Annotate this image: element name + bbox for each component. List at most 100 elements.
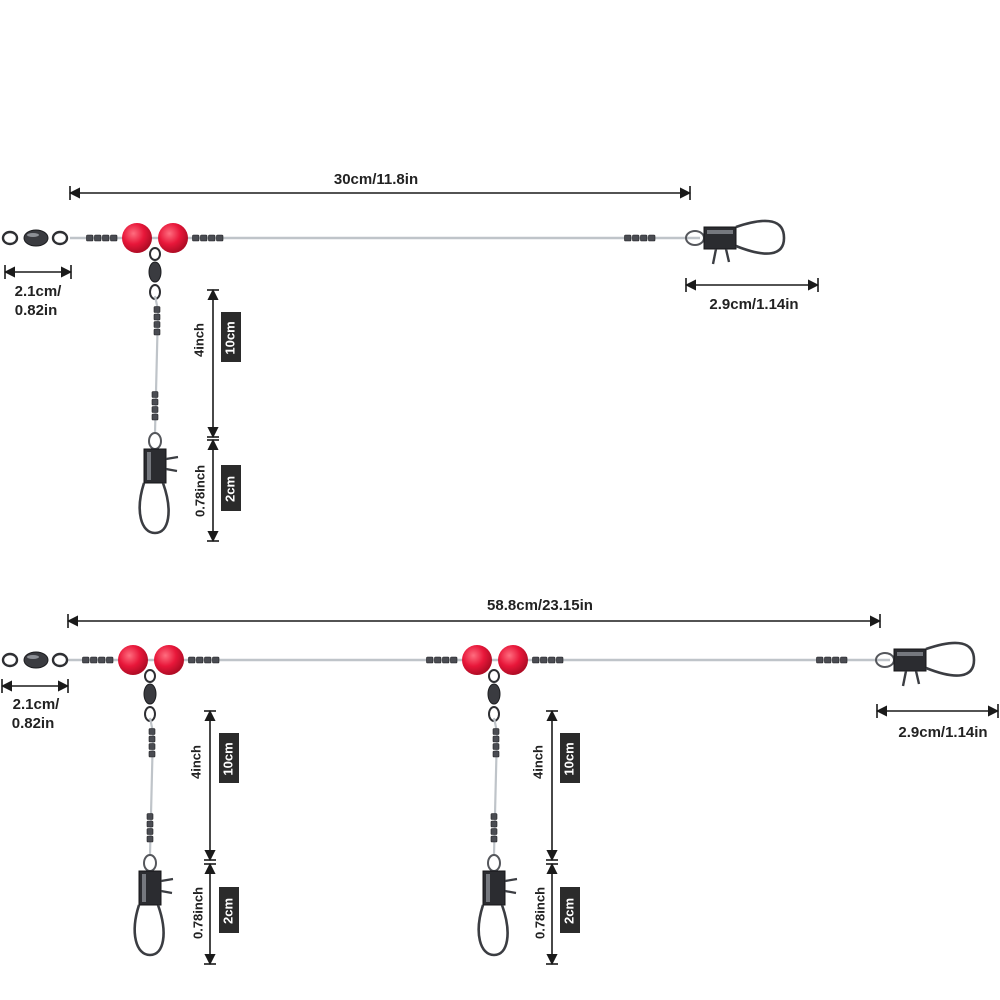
dropper-length-dimension bbox=[207, 288, 219, 439]
snap-length-dimension bbox=[875, 704, 1000, 718]
badge-box bbox=[219, 733, 239, 783]
bead-body bbox=[118, 645, 148, 675]
dropper-1-length-inch-label: 4inch bbox=[188, 745, 203, 779]
crimp-segment bbox=[153, 306, 161, 313]
badge-box bbox=[560, 733, 580, 783]
crimp-segment bbox=[98, 656, 106, 664]
crimp-segment bbox=[532, 656, 540, 664]
swivel-barrel bbox=[148, 261, 162, 283]
overall-length-dimension bbox=[68, 186, 692, 200]
dropper-1-snap-inch-label: 0.78inch bbox=[190, 887, 205, 939]
snap-length-label: 2.9cm/1.14in bbox=[898, 724, 987, 741]
swivel-ring bbox=[51, 652, 69, 668]
dropper-1-snap-dimension bbox=[204, 862, 216, 966]
swivel-barrel bbox=[23, 651, 49, 669]
snap-loop bbox=[735, 219, 786, 255]
swivel-length-dimension bbox=[3, 265, 73, 279]
swivel-barrel bbox=[143, 683, 157, 705]
snap-pin bbox=[724, 248, 731, 263]
crimp-segment bbox=[192, 234, 200, 242]
crimp-segment bbox=[151, 398, 159, 406]
crimp-segment bbox=[196, 656, 204, 664]
crimp-sleeve bbox=[188, 656, 220, 664]
crimp-segment bbox=[840, 656, 848, 664]
dropper-1-length-dimension bbox=[204, 709, 216, 862]
swivel-highlight bbox=[27, 655, 39, 659]
snap-pin bbox=[160, 889, 173, 895]
crimp-segment bbox=[148, 728, 156, 735]
crimp-segment bbox=[90, 656, 98, 664]
dropper-snap-inch-label: 0.78inch bbox=[192, 465, 207, 517]
dropper-2-snap-inch-label: 0.78inch bbox=[532, 887, 547, 939]
dropper-leg bbox=[477, 669, 518, 957]
dropper-2-length-inch-label: 4inch bbox=[530, 745, 545, 779]
overall-length-label: 30cm/11.8in bbox=[334, 171, 418, 188]
swivel-ring bbox=[51, 230, 69, 246]
snap-eye bbox=[487, 854, 501, 872]
red-bead bbox=[498, 645, 528, 675]
dropper-2-length-cm-badge: 10cm bbox=[560, 733, 580, 783]
rig-bottom: 58.8cm/23.15in2.1cm/0.82in2.9cm/1.14in4i… bbox=[0, 597, 1000, 966]
crimp-segment bbox=[832, 656, 840, 664]
crimp-sleeve bbox=[816, 656, 848, 664]
crimp-segment bbox=[146, 828, 154, 835]
dropper-2-snap-dimension bbox=[546, 862, 558, 966]
crimp-sleeve bbox=[86, 234, 118, 242]
snap-highlight bbox=[147, 452, 151, 480]
dropper-length-inch-label: 4inch bbox=[191, 323, 206, 357]
snap-loop bbox=[925, 641, 976, 677]
crimp-segment bbox=[151, 413, 159, 421]
crimp-segment bbox=[153, 313, 161, 321]
crimp-segment bbox=[148, 735, 156, 743]
crimp-segment bbox=[200, 234, 208, 242]
bead-body bbox=[154, 645, 184, 675]
crimp-sleeve bbox=[82, 656, 114, 664]
crimp-sleeve bbox=[148, 728, 156, 758]
snap-eye bbox=[143, 854, 157, 872]
swivel-barrel bbox=[23, 229, 49, 247]
snap-length-label: 2.9cm/1.14in bbox=[709, 296, 798, 313]
dropper-1-snap-cm-badge: 2cm bbox=[219, 887, 239, 933]
dropper-swivel-icon bbox=[487, 669, 501, 722]
dropper-snap-dimension bbox=[207, 438, 219, 543]
crimp-segment bbox=[106, 656, 114, 664]
swivel-length-label: 0.82in bbox=[15, 302, 58, 319]
bead-body bbox=[122, 223, 152, 253]
snap-loop bbox=[133, 904, 165, 957]
badge-text: 2cm bbox=[561, 898, 576, 924]
crimp-sleeve bbox=[192, 234, 224, 242]
snap-length-dimension bbox=[684, 278, 820, 292]
snap-pin bbox=[901, 670, 908, 687]
bead-body bbox=[462, 645, 492, 675]
crimp-segment bbox=[102, 234, 110, 242]
snap-highlight bbox=[897, 652, 923, 656]
red-bead bbox=[462, 645, 492, 675]
red-bead bbox=[158, 223, 188, 253]
crimp-segment bbox=[151, 391, 159, 398]
dropper-snap-icon bbox=[138, 432, 179, 535]
dropper-swivel-icon bbox=[143, 669, 157, 722]
crimp-segment bbox=[82, 656, 90, 664]
crimp-segment bbox=[624, 234, 632, 242]
crimp-sleeve bbox=[490, 813, 498, 843]
badge-text: 10cm bbox=[222, 321, 237, 354]
crimp-segment bbox=[492, 728, 500, 735]
crimp-segment bbox=[148, 750, 156, 758]
snap-swivel-icon bbox=[685, 219, 786, 265]
dropper-snap-cm-badge: 2cm bbox=[221, 465, 241, 511]
snap-swivel-icon bbox=[875, 641, 976, 687]
crimp-segment bbox=[146, 835, 154, 843]
snap-loop bbox=[477, 904, 509, 957]
crimp-segment bbox=[204, 656, 212, 664]
red-bead bbox=[122, 223, 152, 253]
crimp-segment bbox=[208, 234, 216, 242]
badge-box bbox=[219, 887, 239, 933]
crimp-segment bbox=[146, 820, 154, 828]
badge-box bbox=[221, 312, 241, 362]
swivel-barrel bbox=[487, 683, 501, 705]
crimp-sleeve bbox=[426, 656, 458, 664]
dropper-leg bbox=[133, 669, 174, 957]
bead-body bbox=[498, 645, 528, 675]
overall-length-dimension bbox=[66, 614, 882, 628]
